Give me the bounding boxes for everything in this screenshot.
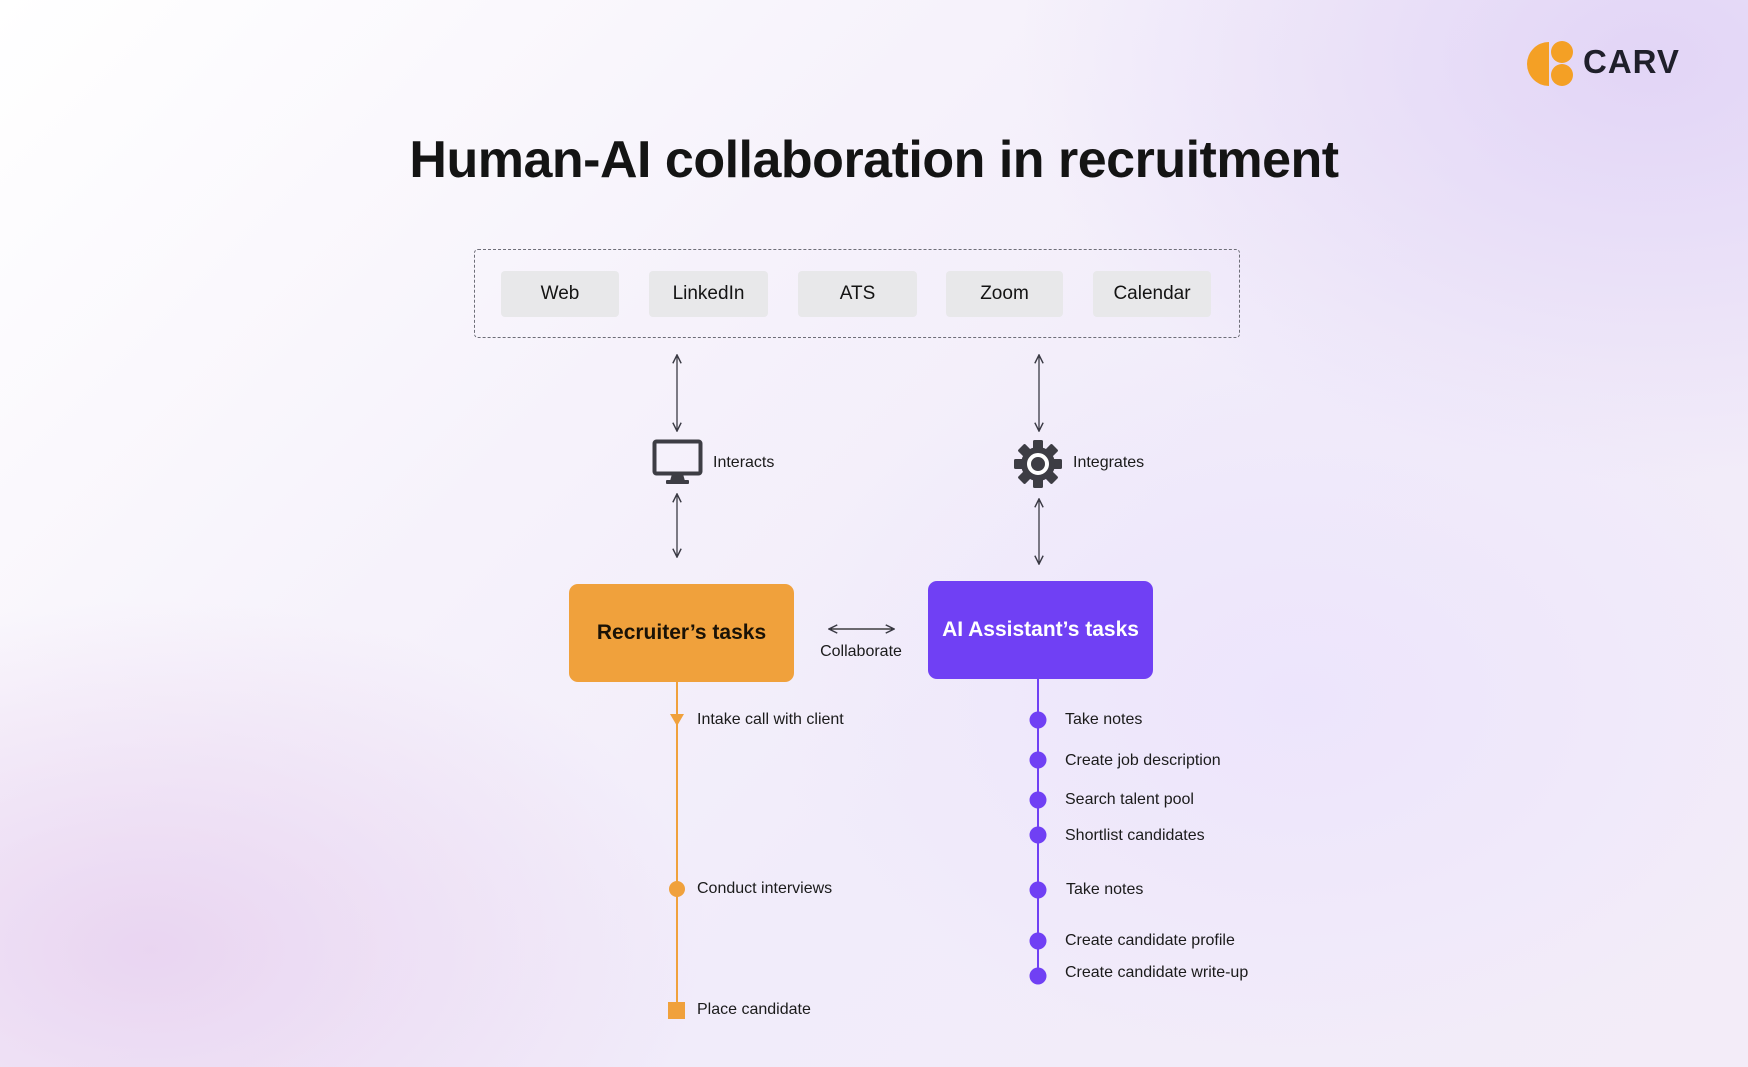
ai-marker: [1029, 967, 1047, 985]
recruiter-task-item: Conduct interviews: [697, 880, 833, 897]
ai-task-item: Search talent pool: [1065, 791, 1194, 808]
interacts-label: Interacts: [713, 454, 775, 471]
ai-task-item: Take notes: [1066, 881, 1144, 898]
carv-logo: CARV: [1527, 38, 1687, 88]
ai-marker: [1029, 932, 1047, 950]
ai-task-item: Create candidate profile: [1065, 932, 1235, 949]
integrates-label: Integrates: [1073, 454, 1145, 471]
ai-marker: [1029, 751, 1047, 769]
page-title: Human-AI collaboration in recruitment: [409, 131, 1339, 189]
ai-task-item: Take notes: [1065, 711, 1143, 728]
recruiter-tasks-box: Recruiter’s tasks: [569, 584, 794, 682]
ai-task-item: Create job description: [1065, 752, 1221, 769]
monitor-icon: [652, 439, 703, 484]
ai-marker: [1029, 711, 1047, 729]
carv-logo-text: CARV: [1583, 43, 1680, 80]
tool-chip-zoom: Zoom: [946, 271, 1063, 317]
collaborate-label: Collaborate: [820, 643, 902, 660]
tool-chip-linkedin: LinkedIn: [649, 271, 768, 317]
tool-chip-ats: ATS: [798, 271, 917, 317]
tool-chip-web: Web: [501, 271, 619, 317]
recruiter-task-item: Place candidate: [697, 1001, 811, 1018]
carv-logo-mark: [1527, 41, 1573, 86]
recruiter-marker-triangle: [670, 714, 684, 726]
ai-assistant-tasks-box: AI Assistant’s tasks: [928, 581, 1153, 679]
ai-task-item: Create candidate write-up: [1065, 964, 1249, 981]
recruiter-marker-circle: [669, 881, 685, 897]
tool-chip-calendar: Calendar: [1093, 271, 1211, 317]
ai-task-item: Shortlist candidates: [1065, 827, 1205, 844]
recruiter-marker-square: [668, 1002, 685, 1019]
ai-marker: [1029, 881, 1047, 899]
integrations-box: [474, 249, 1240, 338]
gear-icon: [1014, 440, 1062, 488]
recruiter-task-item: Intake call with client: [697, 711, 844, 728]
ai-marker: [1029, 826, 1047, 844]
ai-marker: [1029, 791, 1047, 809]
